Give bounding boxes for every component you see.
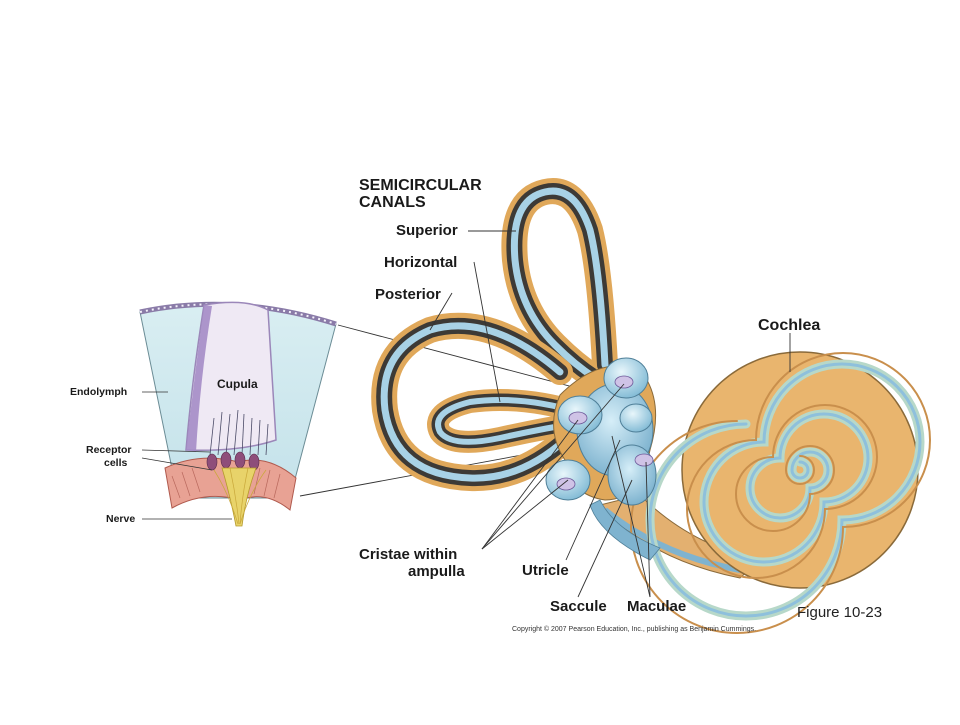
- label-nerve: Nerve: [106, 513, 136, 525]
- title-canals: CANALS: [359, 194, 426, 211]
- semicircular-canals: [371, 178, 618, 492]
- saccule-sac: [607, 444, 657, 506]
- nerve-bundle: [221, 467, 257, 527]
- label-cristae-line1: Cristae within: [359, 546, 458, 563]
- label-cristae-line2: ampulla: [408, 563, 465, 580]
- label-maculae: Maculae: [627, 598, 687, 615]
- title-semicircular: SEMICIRCULAR: [359, 177, 482, 194]
- label-saccule: Saccule: [550, 598, 607, 615]
- cupula-shape: [185, 301, 277, 452]
- label-receptor-line1: Receptor: [86, 444, 132, 456]
- label-horizontal: Horizontal: [384, 254, 458, 271]
- label-posterior: Posterior: [375, 286, 441, 303]
- label-cupula: Cupula: [217, 377, 258, 391]
- crista-inset: [139, 301, 337, 527]
- figure-number: Figure 10-23: [797, 604, 883, 621]
- copyright-notice: Copyright © 2007 Pearson Education, Inc.…: [512, 626, 757, 633]
- vestibule: [545, 357, 661, 561]
- leader-lines: [429, 230, 791, 598]
- cochlea: [599, 351, 931, 634]
- label-superior: Superior: [396, 222, 458, 239]
- label-cochlea: Cochlea: [758, 317, 821, 334]
- label-utricle: Utricle: [522, 562, 569, 579]
- label-endolymph: Endolymph: [70, 386, 128, 398]
- label-receptor-line2: cells: [104, 457, 128, 469]
